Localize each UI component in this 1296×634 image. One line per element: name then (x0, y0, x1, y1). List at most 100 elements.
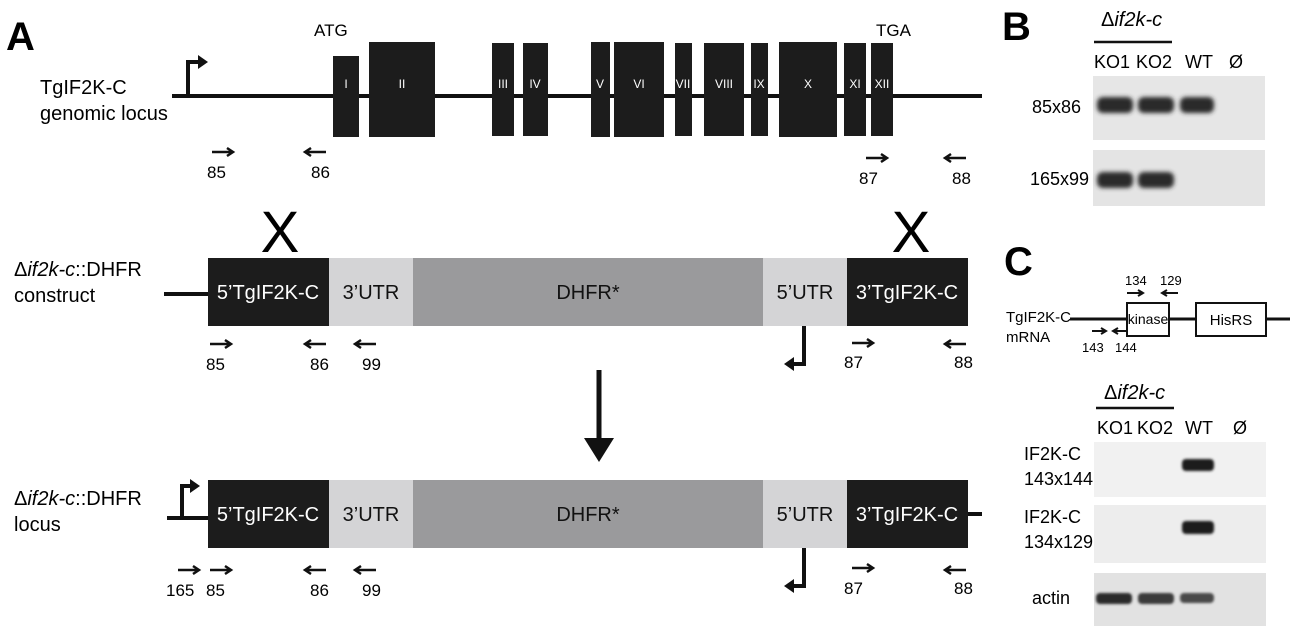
locus-three-prime-label: 3’TgIF2K-C (856, 504, 958, 526)
locus-dhfr-label: DHFR* (556, 504, 620, 526)
exon-2 (369, 42, 435, 137)
locus-primer-87-arrow-icon (852, 562, 876, 574)
exon-9-label: IX (753, 77, 764, 91)
construct-label-1: Δif2k-c::DHFR (14, 259, 142, 281)
exon-4-label: IV (529, 77, 540, 91)
stop-codon-label: TGA (876, 21, 912, 40)
construct-reverse-promoter-icon (792, 326, 806, 366)
locus-five-prime (208, 480, 329, 548)
locus-promoter-icon (180, 484, 192, 518)
locus-promoter-arrowhead-icon (190, 479, 200, 493)
hisrs-domain (1195, 302, 1267, 337)
locus-primer-165-arrow-icon (178, 564, 202, 576)
primer-144-label: 144 (1115, 340, 1137, 355)
panel-b-letter: B (1002, 5, 1031, 49)
panel-b-lane-ko2: KO2 (1136, 52, 1172, 72)
locus-utr5-label: 5’UTR (777, 504, 834, 526)
exon-6-label: VI (633, 77, 644, 91)
construct-utr5-label: 5’UTR (777, 282, 834, 304)
construct-primer-99-label: 99 (362, 355, 381, 374)
primer-143-label: 143 (1082, 340, 1104, 355)
promoter-arrowhead-icon (198, 55, 208, 69)
panel-c-band-actin-ko2 (1138, 593, 1174, 604)
panel-c-gel-2 (1094, 505, 1266, 563)
exon-12-label: XII (875, 77, 890, 91)
exon-7 (675, 43, 692, 136)
exon-3 (492, 43, 514, 136)
primer-85-label: 85 (207, 163, 226, 182)
locus-primer-165-label: 165 (166, 581, 194, 600)
mrna-label-2: mRNA (1006, 329, 1050, 346)
panel-c-lane-empty: Ø (1233, 418, 1247, 438)
panel-c-row1-line1: IF2K-C (1024, 444, 1081, 464)
locus-primer-86-label: 86 (310, 581, 329, 600)
exon-10-label: X (804, 77, 812, 91)
exon-12 (871, 43, 893, 136)
locus-primer-85-arrow-icon (210, 564, 234, 576)
primer-88-label: 88 (952, 169, 971, 188)
panel-b-band-85x86-wt (1180, 97, 1214, 113)
panel-b-row-165x99: 165x99 (1030, 169, 1089, 189)
crossover-right-mark: X (892, 200, 931, 265)
panel-c-row3: actin (1032, 588, 1070, 608)
panel-b-lane-ko1: KO1 (1094, 52, 1130, 72)
exon-11-label: XI (849, 77, 860, 91)
exon-8-label: VIII (715, 77, 733, 91)
locus-reverse-promoter-icon (792, 548, 806, 588)
panel-b-row-85x86: 85x86 (1032, 97, 1081, 117)
locus-primer-99-arrow-icon (352, 564, 376, 576)
genomic-locus-label-2: genomic locus (40, 103, 168, 125)
exon-7-label: VII (676, 77, 691, 91)
locus-utr3-label: 3’UTR (343, 504, 400, 526)
panel-c-lane-ko2: KO2 (1137, 418, 1173, 438)
construct-primer-99-arrow-icon (352, 338, 376, 350)
panel-b-lane-empty: Ø (1229, 52, 1243, 72)
exon-2-label: II (399, 77, 406, 91)
locus-primer-88-arrow-icon (942, 564, 966, 576)
panel-c-band-134x129-wt (1182, 521, 1214, 534)
panel-c-gel-1 (1094, 442, 1266, 497)
panel-c-lane-ko1: KO1 (1097, 418, 1133, 438)
locus-label-1: Δif2k-c::DHFR (14, 488, 142, 510)
primer-85-arrow-icon (212, 146, 236, 158)
locus-primer-85-label: 85 (206, 581, 225, 600)
panel-c-band-actin-wt (1180, 593, 1214, 603)
construct-five-prime-label: 5’TgIF2K-C (217, 282, 319, 304)
locus-utr3 (329, 480, 413, 548)
construct-primer-87-label: 87 (844, 353, 863, 372)
panel-c-letter: C (1004, 240, 1033, 284)
primer-144-arrow-icon (1111, 327, 1128, 335)
locus-primer-86-arrow-icon (302, 564, 326, 576)
panel-b-band-85x86-ko2 (1138, 97, 1174, 113)
panel-b-band-165x99-ko1 (1097, 172, 1133, 188)
genomic-locus-label-1: TgIF2K-C (40, 77, 127, 99)
primer-129-arrow-icon (1160, 289, 1178, 297)
exon-10 (779, 42, 837, 137)
construct-primer-86-label: 86 (310, 355, 329, 374)
construct-label-2: construct (14, 285, 96, 307)
exon-8 (704, 43, 744, 136)
construct-primer-88-label: 88 (954, 353, 973, 372)
locus-primer-87-label: 87 (844, 579, 863, 598)
start-codon-label: ATG (314, 21, 348, 40)
primer-134-arrow-icon (1127, 289, 1145, 297)
panel-b-lane-wt: WT (1185, 52, 1213, 72)
locus-primer-99-label: 99 (362, 581, 381, 600)
primer-87-arrow-icon (866, 152, 890, 164)
integration-arrow-icon (584, 438, 614, 462)
construct-primer-85-label: 85 (206, 355, 225, 374)
exon-1 (333, 56, 359, 137)
panel-c-genotype-header: Δif2k-c (1104, 382, 1165, 404)
exon-3-label: III (498, 77, 508, 91)
construct-dhfr-label: DHFR* (556, 282, 620, 304)
locus-three-prime (847, 480, 968, 548)
exon-5-label: V (596, 77, 604, 91)
panel-b-genotype-header: Δif2k-c (1101, 9, 1162, 31)
kinase-domain-label: kinase (1128, 311, 1169, 327)
panel-c-row2-line2: 134x129 (1024, 532, 1093, 552)
exon-9 (751, 43, 768, 136)
kinase-domain (1126, 302, 1170, 337)
panel-b-band-165x99-ko2 (1138, 172, 1174, 188)
exon-11 (844, 43, 866, 136)
